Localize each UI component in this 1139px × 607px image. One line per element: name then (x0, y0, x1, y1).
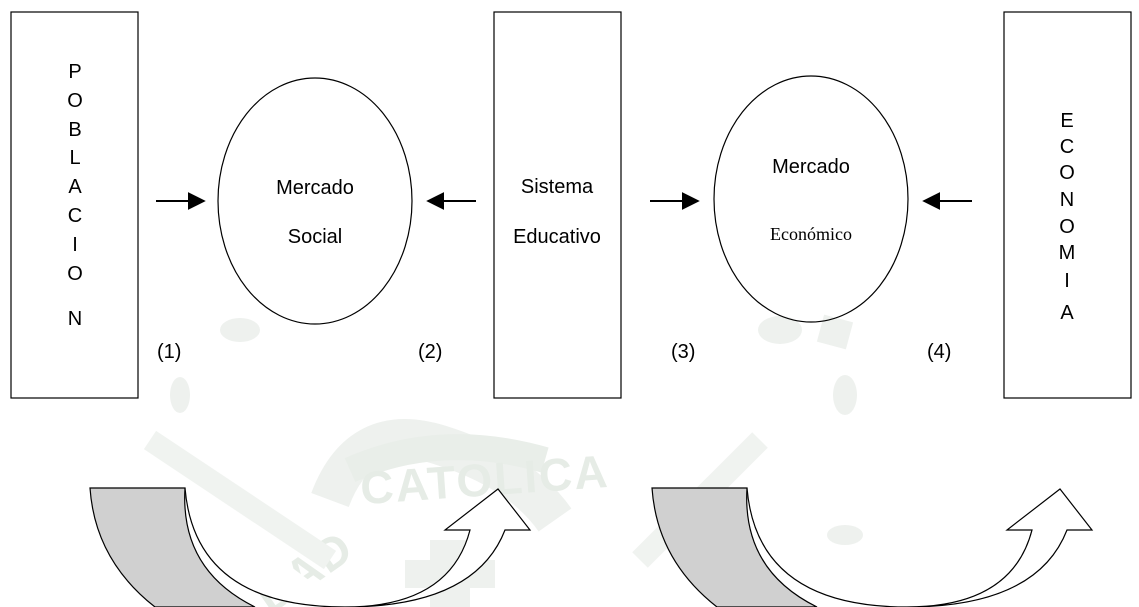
poblacion-letter-2: B (68, 119, 81, 141)
economia-box (1003, 11, 1132, 399)
sistema-educativo-line2: Educativo (513, 226, 601, 248)
sistema-educativo-line1: Sistema (521, 176, 594, 198)
poblacion-letter-7: O (67, 263, 83, 285)
economia-letter-7: A (1060, 302, 1074, 324)
mercado-economico-circle (713, 75, 909, 323)
mercado-social-line1: Mercado (276, 177, 354, 199)
economia-letter-3: N (1060, 189, 1074, 211)
economia-letter-4: O (1059, 216, 1075, 238)
poblacion-letter-6: I (72, 234, 78, 256)
economia-letter-0: E (1060, 110, 1073, 132)
economia-letter-6: I (1064, 270, 1070, 292)
poblacion-letter-4: A (68, 176, 82, 198)
poblacion-box (10, 11, 139, 399)
economia-letter-2: O (1059, 162, 1075, 184)
marker-3: (3) (671, 341, 695, 363)
mercado-economico-line1: Mercado (772, 156, 850, 178)
poblacion-label: P O B L A C I O N (67, 61, 83, 330)
poblacion-letter-8: N (68, 308, 82, 330)
poblacion-letter-1: O (67, 90, 83, 112)
economia-letter-1: C (1060, 136, 1074, 158)
economia-letter-5: M (1059, 242, 1076, 264)
poblacion-letter-5: C (68, 205, 82, 227)
economia-label: E C O N O M I A (1059, 110, 1076, 324)
poblacion-letter-0: P (68, 61, 81, 83)
marker-1: (1) (157, 341, 181, 363)
mercado-social-line2: Social (288, 226, 342, 248)
marker-4: (4) (927, 341, 951, 363)
mercado-economico-line2: Económico (770, 224, 852, 244)
mercado-social-circle (217, 77, 413, 325)
marker-2: (2) (418, 341, 442, 363)
curved-arrow-left (89, 487, 532, 607)
sistema-educativo-box (493, 11, 622, 399)
poblacion-letter-3: L (69, 147, 80, 169)
curved-arrow-right (651, 487, 1094, 607)
